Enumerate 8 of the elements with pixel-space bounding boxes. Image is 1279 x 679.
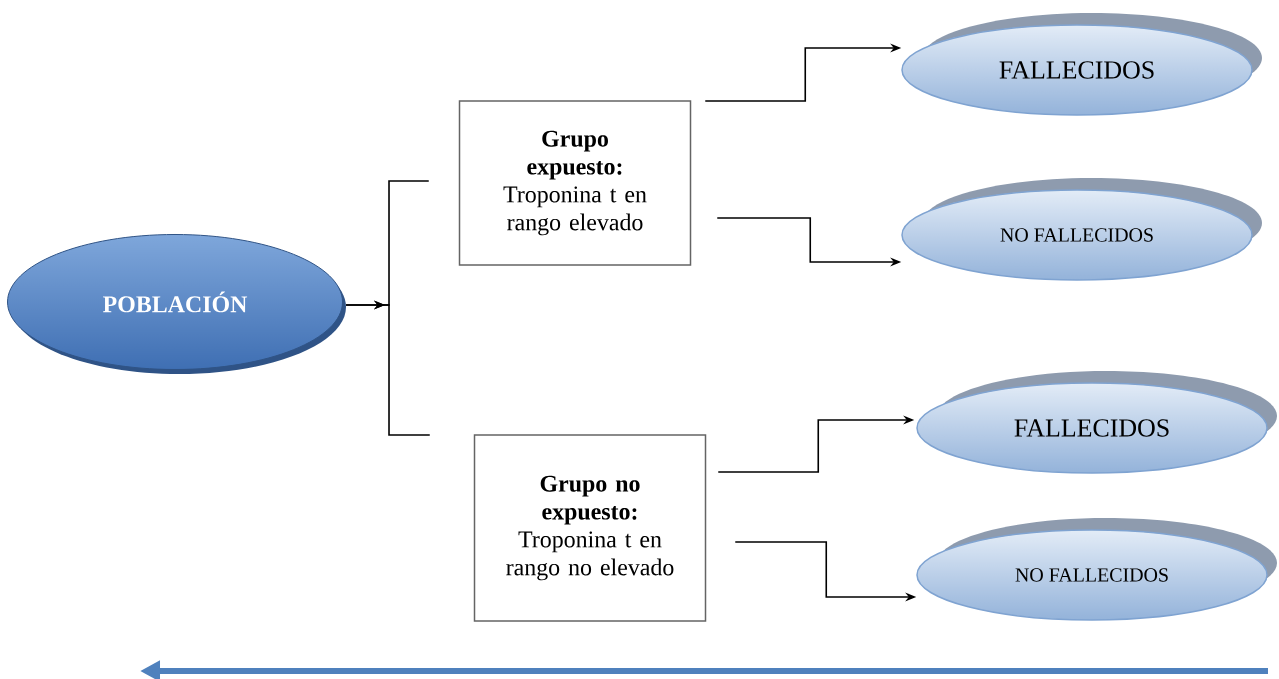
oval-node: FALLECIDOS <box>916 371 1277 474</box>
oval-node: POBLACIÓN <box>7 234 346 374</box>
oval-node: NO FALLECIDOS <box>916 518 1277 621</box>
text-box: Grupo expuesto: Troponina t en rango elevado <box>458 100 692 266</box>
text-box: Grupo no expuesto: Troponina t en rango no elevado <box>473 434 707 622</box>
oval-node: FALLECIDOS <box>901 13 1262 116</box>
arrow <box>345 300 431 436</box>
oval-node: NO FALLECIDOS <box>901 178 1262 281</box>
